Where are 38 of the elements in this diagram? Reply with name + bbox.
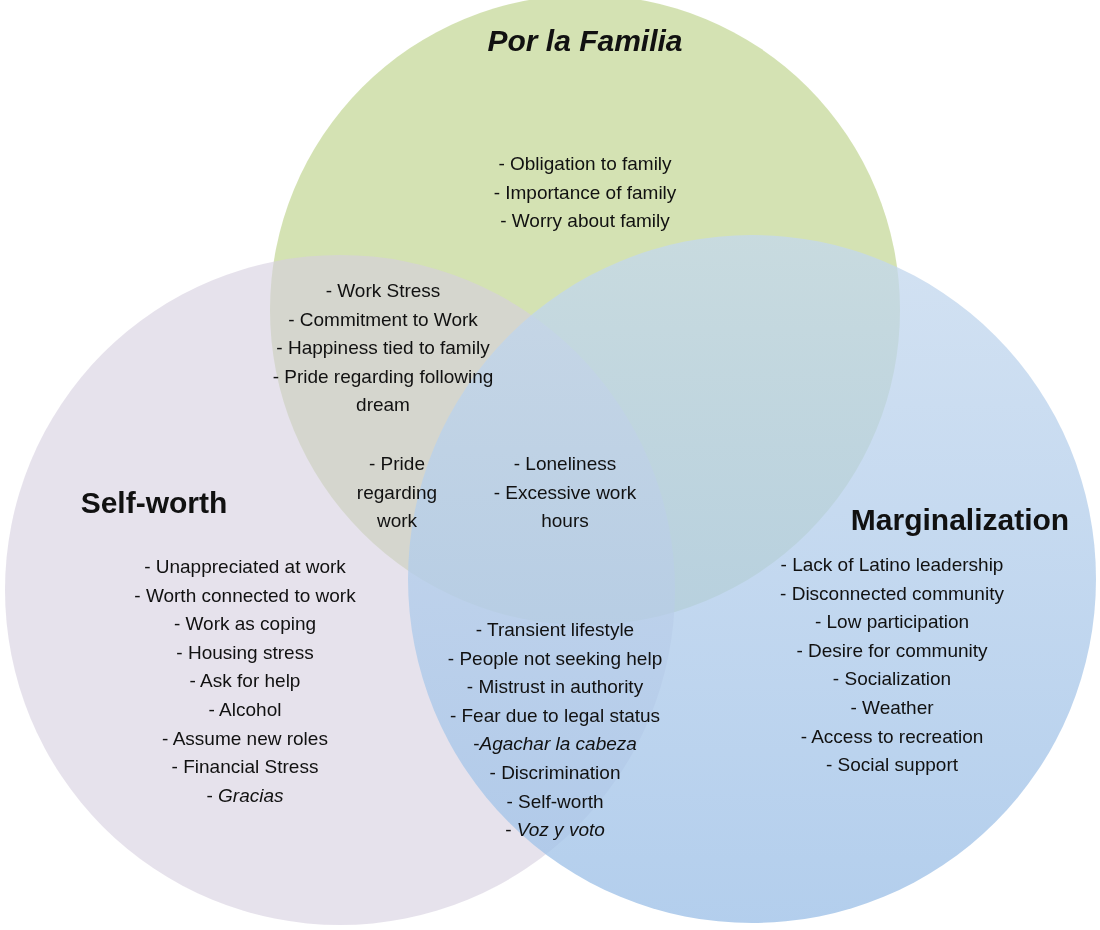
list-item: - Work as coping <box>173 612 317 637</box>
list-item: - Fear due to legal status <box>449 703 661 728</box>
list-item: - Desire for community <box>796 638 988 663</box>
list-item: - Lack of Latino leadership <box>780 553 1004 577</box>
list-item: - Assume new roles <box>162 726 328 751</box>
list-item: -Agachar la cabeza <box>473 732 637 757</box>
circle-title: Marginalization <box>850 502 1070 538</box>
list-item: - Work Stress <box>325 279 441 303</box>
list-item: - Disconnected community <box>780 581 1004 606</box>
list-item: - Pride regarding work <box>355 452 439 534</box>
list-item: - Voz y voto <box>505 818 605 843</box>
list-item: - Happiness tied to family <box>276 336 490 361</box>
list-item: - Commitment to Work <box>288 307 478 332</box>
list-item: - Access to recreation <box>800 724 984 749</box>
list-item: - Self-worth <box>506 789 604 814</box>
list-item: - Alcohol <box>208 697 282 722</box>
list-item: - Housing stress <box>176 640 314 665</box>
list-item: - Excessive work hours <box>492 480 638 534</box>
list-item: - Social support <box>826 753 958 778</box>
list-item: - Financial Stress <box>171 755 319 780</box>
list-item: - Worry about family <box>500 209 670 234</box>
list-item: - Gracias <box>206 783 284 808</box>
list-item: - Ask for help <box>189 669 301 694</box>
list-item: - Obligation to family <box>498 152 672 176</box>
list-item: - Importance of family <box>493 180 677 205</box>
list-item: - Loneliness <box>513 452 617 476</box>
list-item: - Transient lifestyle <box>475 618 635 642</box>
circle-title: Self-worth <box>80 485 228 521</box>
list-item: - Socialization <box>832 667 952 692</box>
list-item: - Mistrust in authority <box>466 675 644 700</box>
list-item: - Low participation <box>814 610 970 635</box>
list-item: - Unappreciated at work <box>144 555 346 579</box>
list-item: - People not seeking help <box>447 646 663 671</box>
list-item: - Worth connected to work <box>134 583 356 608</box>
list-item: - Pride regarding following dream <box>271 364 495 418</box>
list-item: - Weather <box>850 695 934 720</box>
list-item: - Discrimination <box>489 760 621 785</box>
circle-title: Por la Familia <box>487 23 683 59</box>
